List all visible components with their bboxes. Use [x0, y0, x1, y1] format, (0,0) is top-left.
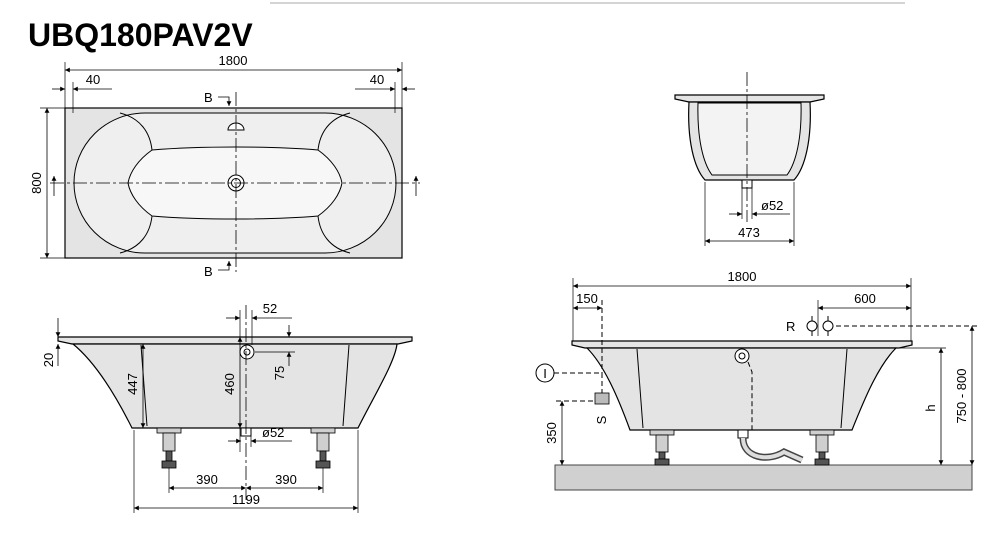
overflow-inner-icon [243, 348, 251, 356]
support-leg-right [809, 429, 835, 466]
support-leg-left [649, 429, 675, 466]
end-view: ø52 473 [674, 72, 825, 246]
support-leg-right [310, 427, 336, 469]
dimension-overflow-offset-label: 52 [263, 301, 277, 316]
supply-label: S [594, 415, 609, 424]
dimension-supply-height-label: 350 [544, 422, 559, 444]
supply-connector [594, 392, 610, 405]
valve-icon [806, 320, 818, 332]
dimension-base-width-label: 473 [738, 225, 760, 240]
side-view: 20 447 460 52 75 ø52 390 390 119 [41, 301, 413, 513]
dimension-drain-label: ø52 [761, 198, 783, 213]
dimension-inner-depth-label: 447 [125, 373, 140, 395]
headrest-contour-left-bottom [119, 215, 153, 254]
dimension-overflow-height-label: 460 [222, 373, 237, 395]
dimension-fitting-offset-label: 600 [854, 291, 876, 306]
top-view: B B 1800 40 40 800 [29, 53, 420, 279]
dimension-leg-left-label: 390 [196, 472, 218, 487]
dimension-offset-left-label: 40 [86, 72, 100, 87]
section-arrow-top [218, 96, 232, 106]
tub-rim-section [674, 94, 825, 103]
drain-trap-inner [741, 437, 803, 462]
tub-rim-install [571, 340, 913, 349]
tub-inner-section [697, 102, 802, 176]
dimension-rim-height-label: 750 - 800 [954, 369, 969, 424]
tub-shell-install [585, 347, 898, 431]
installation-view: 1800 150 600 R 750 - 800 h I S [535, 269, 978, 491]
inner-wall-right [840, 348, 848, 429]
dimension-inlet-offset-label: 150 [576, 291, 598, 306]
support-leg-left [156, 427, 182, 469]
valve-icon [822, 320, 834, 332]
fitting-label: R [786, 319, 795, 334]
section-mark-top: B [204, 90, 213, 105]
dimension-width-label: 800 [29, 172, 44, 194]
overflow-inner-icon [738, 352, 746, 360]
model-title: UBQ180PAV2V [28, 17, 253, 53]
dimension-length-label: 1800 [219, 53, 248, 68]
section-mark-bottom: B [204, 264, 213, 279]
section-arrow-bottom [218, 261, 232, 271]
dimension-leg-right-label: 390 [275, 472, 297, 487]
headrest-contour-left-top [119, 112, 153, 151]
dimension-height-label: h [923, 404, 938, 411]
inner-wall-right [342, 344, 350, 427]
dimension-overflow-below-rim-label: 75 [272, 366, 287, 380]
overflow-pipe [747, 361, 753, 430]
dimension-length-label: 1800 [728, 269, 757, 284]
inner-wall-left [636, 348, 644, 429]
dimension-offset-right-label: 40 [370, 72, 384, 87]
floor [554, 464, 973, 491]
headrest-contour-right-bottom [317, 215, 351, 254]
dimension-leg-span-label: 1199 [232, 492, 260, 507]
inlet-label: I [543, 366, 547, 381]
drain-pipe [737, 429, 749, 439]
headrest-contour-right-top [317, 112, 351, 151]
dimension-rim-label: 20 [41, 353, 56, 367]
tub-rim-side [57, 336, 413, 345]
dimension-drain-label: ø52 [262, 425, 284, 440]
